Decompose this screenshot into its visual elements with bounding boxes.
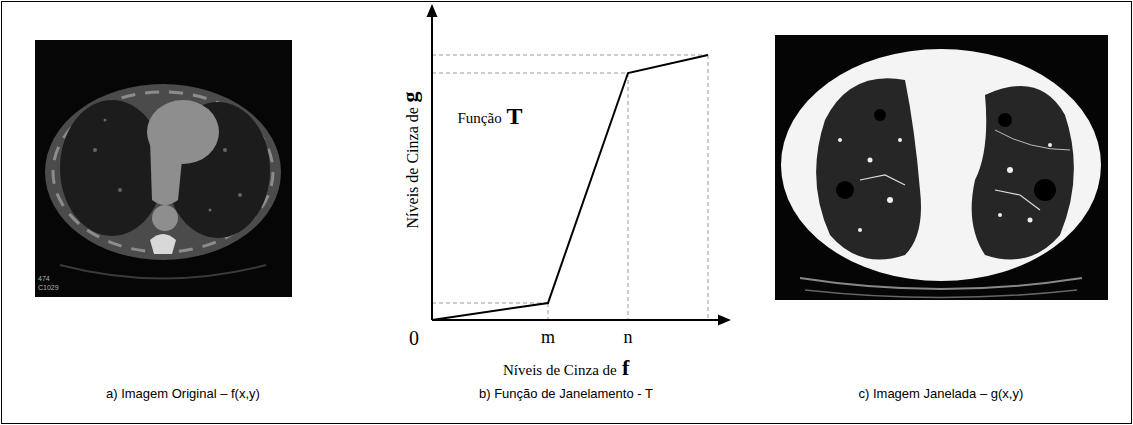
function-name: T xyxy=(507,103,523,129)
fissure xyxy=(995,130,1070,150)
panel-caption: a) Imagem Original – f(x,y) xyxy=(106,387,260,401)
tick-label: n xyxy=(624,328,633,348)
tick-label: m xyxy=(541,328,555,348)
lung-right xyxy=(816,78,921,259)
image-annotation: 474 xyxy=(38,275,50,283)
ct-table xyxy=(60,265,266,279)
axis-label: Níveis de Cinza de xyxy=(403,107,421,228)
lung-right xyxy=(60,100,164,236)
mediastinum xyxy=(150,127,185,205)
vessel xyxy=(104,119,107,122)
vessel xyxy=(995,190,1040,210)
lung-left xyxy=(972,86,1074,259)
vessel xyxy=(223,148,227,152)
axis-arrow xyxy=(718,315,731,326)
image-background xyxy=(775,35,1108,300)
ct-table xyxy=(805,290,1077,298)
guide-line xyxy=(548,303,549,320)
y-axis xyxy=(431,14,433,320)
vessel xyxy=(1063,228,1067,232)
vessel xyxy=(1048,143,1052,147)
cyst xyxy=(1034,179,1056,201)
vessel xyxy=(118,188,122,192)
function-label: Função xyxy=(458,110,502,127)
guide-line xyxy=(708,55,709,320)
vessel xyxy=(868,158,873,163)
image-annotation: C1029 xyxy=(38,284,59,292)
ct-original xyxy=(35,40,292,297)
vessel xyxy=(860,175,905,185)
vessel xyxy=(998,213,1002,217)
vessel xyxy=(1028,218,1033,223)
vessel xyxy=(898,138,902,142)
vessel xyxy=(1007,167,1013,173)
cyst xyxy=(836,181,854,199)
x-axis xyxy=(432,319,720,321)
axis-variable: g xyxy=(398,92,422,103)
panel-caption: b) Função de Janelamento - T xyxy=(479,387,653,401)
vessel xyxy=(838,138,842,142)
cyst xyxy=(998,113,1012,127)
body-tissue xyxy=(781,49,1101,281)
vessel xyxy=(93,148,97,152)
vessel xyxy=(209,209,212,212)
aorta xyxy=(152,205,178,231)
body-tissue xyxy=(45,84,281,260)
vessel xyxy=(858,228,862,232)
window-graph xyxy=(427,4,732,326)
transfer-curve xyxy=(432,55,708,320)
origin-label: 0 xyxy=(409,327,419,349)
ribs xyxy=(53,92,273,252)
ct-windowed xyxy=(775,35,1108,300)
cyst xyxy=(874,109,886,121)
guide-line xyxy=(432,55,708,56)
guide-line xyxy=(432,73,628,74)
axis-variable: f xyxy=(622,356,629,380)
guide-line xyxy=(628,73,629,320)
vessel xyxy=(887,197,893,203)
guide-line xyxy=(432,303,548,304)
axis-arrow xyxy=(427,4,438,17)
image-background xyxy=(35,40,292,297)
axis-label: Níveis de Cinza de xyxy=(503,362,617,379)
vessel xyxy=(238,193,242,197)
panel-caption: c) Imagem Janelada – g(x,y) xyxy=(859,387,1024,401)
spine xyxy=(150,234,176,254)
